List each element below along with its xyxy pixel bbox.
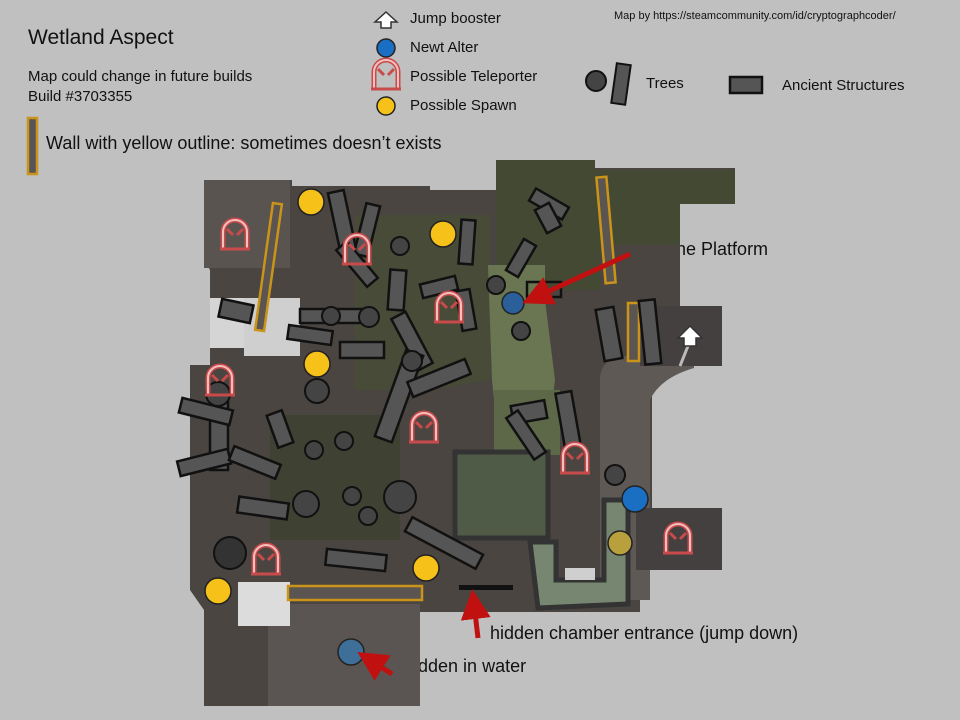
structure	[285, 323, 335, 347]
optional-wall	[253, 201, 284, 333]
tree	[304, 378, 330, 404]
map-credit: Map by https://steamcommunity.com/id/cry…	[614, 10, 896, 22]
structure	[594, 305, 624, 363]
build-note: Map could change in future builds	[28, 68, 253, 85]
legend-jump-booster-label: Jump booster	[410, 10, 501, 27]
structure	[235, 495, 291, 521]
structure	[265, 408, 295, 450]
legend-spawn-icon	[376, 96, 396, 116]
spawn-icon	[303, 350, 331, 378]
tree	[486, 275, 506, 295]
tree	[334, 431, 354, 451]
structure	[323, 547, 389, 573]
legend-tree-icon	[585, 62, 632, 106]
structure	[405, 357, 473, 399]
newt-altar-icon	[621, 485, 649, 513]
tree	[390, 236, 410, 256]
map-title: Wetland Aspect	[28, 26, 174, 49]
structure	[403, 515, 485, 571]
legend-structures-label: Ancient Structures	[782, 77, 905, 94]
tree	[342, 486, 362, 506]
structure	[504, 408, 548, 462]
arrow-hidden-water	[357, 651, 394, 681]
legend-jump-booster-icon	[373, 10, 399, 29]
tree	[358, 506, 378, 526]
newt-altars	[337, 291, 649, 666]
annotation-arrows	[357, 251, 632, 681]
legend-teleporter-label: Possible Teleporter	[410, 68, 538, 85]
trees	[205, 236, 626, 570]
structure	[637, 297, 663, 367]
structure	[352, 201, 382, 259]
structure	[533, 201, 563, 235]
annotation-hidden-chamber: hidden chamber entrance (jump down)	[490, 623, 799, 643]
spawn-icon	[297, 188, 325, 216]
tree	[383, 480, 417, 514]
ancient-structures	[175, 186, 663, 573]
structure	[504, 237, 538, 279]
spawn-icon	[204, 577, 232, 605]
tree	[292, 490, 320, 518]
structure	[227, 444, 283, 481]
structure	[216, 297, 256, 325]
structure	[457, 218, 477, 266]
legend-newt-altar-icon	[376, 38, 396, 58]
tree	[358, 306, 380, 328]
structure	[386, 268, 408, 312]
optional-wall	[595, 175, 617, 285]
tree	[401, 350, 423, 372]
newt-altar-icon	[337, 638, 365, 666]
structure	[338, 340, 386, 360]
map-terrain	[190, 160, 735, 706]
newt-altar-icon	[501, 291, 525, 315]
legend-structure-icon	[728, 75, 764, 95]
legend-wall-label: Wall with yellow outline: sometimes does…	[46, 133, 442, 153]
optional-wall	[626, 301, 641, 363]
tree	[604, 464, 626, 486]
spawn-icon	[429, 220, 457, 248]
jump-booster-icon	[676, 324, 704, 367]
spawn-icon	[607, 530, 633, 556]
spawns	[204, 188, 633, 605]
tree	[321, 306, 341, 326]
arrow-platform	[522, 251, 632, 305]
annotation-hidden-water: hidden in water	[404, 656, 527, 676]
tree	[213, 536, 247, 570]
legend-trees-label: Trees	[646, 75, 684, 92]
optional-wall	[286, 584, 424, 602]
legend-wall-icon	[26, 116, 39, 176]
structure	[177, 396, 235, 427]
arrow-hidden-chamber	[460, 589, 491, 639]
spawn-icon	[412, 554, 440, 582]
legend-spawn-label: Possible Spawn	[410, 97, 517, 114]
tree	[511, 321, 531, 341]
optional-walls	[253, 175, 641, 602]
build-number: Build #3703355	[28, 88, 133, 105]
legend-teleporter-icon	[371, 60, 401, 89]
legend-newt-altar-label: Newt Alter	[410, 39, 479, 56]
hidden-chamber-entrance	[459, 585, 513, 590]
tree	[304, 440, 324, 460]
